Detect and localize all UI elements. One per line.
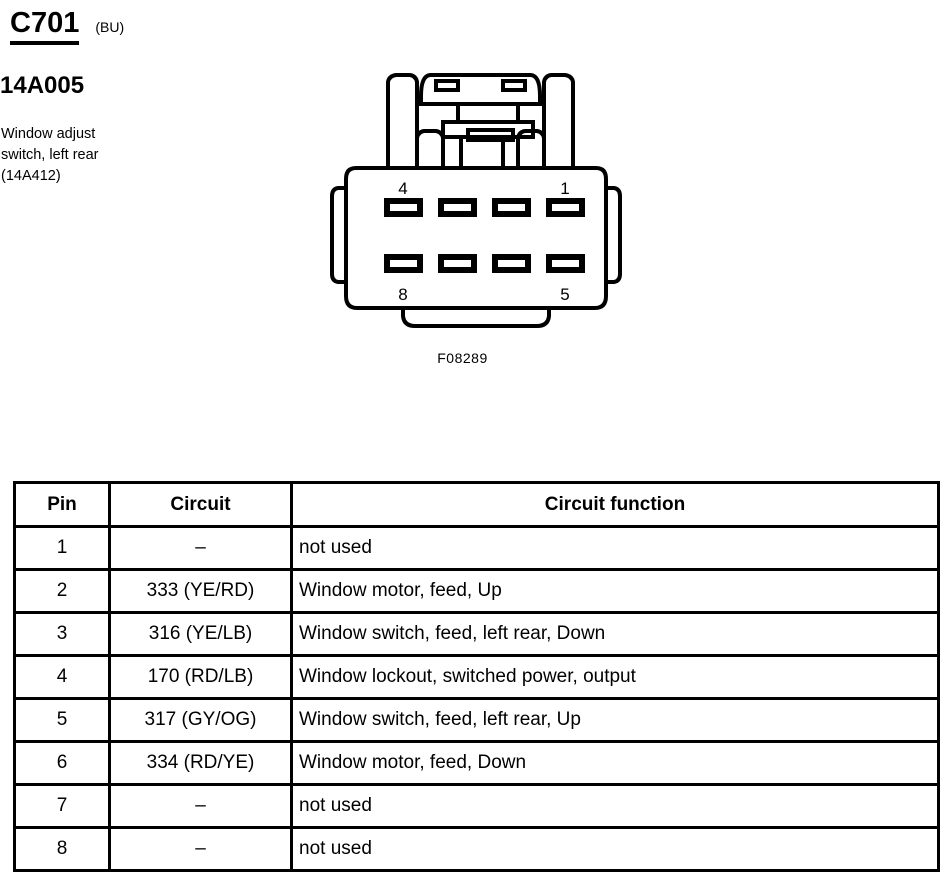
- connector-figure: 4 1 8 5 F08289: [330, 60, 640, 380]
- connector-body: [344, 166, 608, 310]
- table-row: 8 – not used: [13, 826, 940, 872]
- cell-function: not used: [290, 525, 940, 571]
- cell-function: not used: [290, 826, 940, 872]
- part-number: 14A005: [0, 72, 85, 99]
- cell-pin: 1: [13, 525, 111, 571]
- cell-pin: 8: [13, 826, 111, 872]
- pin-table-header-row: Pin Circuit Circuit function: [13, 481, 940, 528]
- cell-circuit: –: [108, 525, 293, 571]
- connector-cavity-6: [492, 254, 531, 273]
- description-line-2: switch, left rear: [1, 147, 99, 163]
- connector-left-rail: [330, 186, 346, 284]
- table-row: 5 317 (GY/OG) Window switch, feed, left …: [13, 697, 940, 743]
- pin-label-1: 1: [560, 179, 569, 198]
- pin-table: Pin Circuit Circuit function 1 – not use…: [13, 481, 940, 872]
- cell-pin: 2: [13, 568, 111, 614]
- connector-id: C701: [10, 6, 80, 45]
- column-header-circuit: Circuit: [108, 481, 293, 528]
- pin-label-4: 4: [398, 179, 407, 198]
- cell-function: Window switch, feed, left rear, Up: [290, 697, 940, 743]
- connector-latch-notch-right: [501, 79, 527, 92]
- cell-circuit: 333 (YE/RD): [108, 568, 293, 614]
- cell-function: Window lockout, switched power, output: [290, 654, 940, 700]
- connector-diagram-svg: 4 1 8 5: [330, 73, 622, 328]
- connector-right-fin: [542, 73, 575, 168]
- cell-function: Window switch, feed, left rear, Down: [290, 611, 940, 657]
- cell-circuit: 334 (RD/YE): [108, 740, 293, 786]
- connector-cavity-7: [438, 254, 477, 273]
- connector-cavity-1: [546, 198, 585, 217]
- figure-caption: F08289: [437, 350, 488, 366]
- connector-left-fin: [386, 73, 419, 168]
- connector-cavity-2: [492, 198, 531, 217]
- cell-circuit: –: [108, 783, 293, 829]
- connector-bottom-tab: [401, 308, 551, 328]
- cell-pin: 5: [13, 697, 111, 743]
- column-header-function: Circuit function: [290, 481, 940, 528]
- connector-right-rail: [606, 186, 622, 284]
- table-row: 4 170 (RD/LB) Window lockout, switched p…: [13, 654, 940, 700]
- cell-circuit: 316 (YE/LB): [108, 611, 293, 657]
- cell-function: Window motor, feed, Up: [290, 568, 940, 614]
- connector-cavity-3: [438, 198, 477, 217]
- connector-header: C701 (BU): [10, 6, 310, 45]
- connector-cavity-5: [546, 254, 585, 273]
- connector-id-row: C701 (BU): [10, 6, 310, 45]
- connector-latch-tab: [466, 128, 515, 142]
- connector-latch-notch-left: [434, 79, 460, 92]
- pin-table-head: Pin Circuit Circuit function: [13, 481, 940, 528]
- connector-latch-upper-block: [456, 102, 520, 124]
- connector-pin-label-group: 4 1 8 5: [398, 179, 569, 304]
- cell-pin: 7: [13, 783, 111, 829]
- table-row: 1 – not used: [13, 525, 940, 571]
- connector-cavity-group: [384, 198, 585, 273]
- table-row: 7 – not used: [13, 783, 940, 829]
- table-row: 2 333 (YE/RD) Window motor, feed, Up: [13, 568, 940, 614]
- connector-color-code: (BU): [95, 19, 125, 35]
- connector-cavity-8: [384, 254, 423, 273]
- cell-circuit: 170 (RD/LB): [108, 654, 293, 700]
- cell-function: not used: [290, 783, 940, 829]
- pin-table-body: 1 – not used 2 333 (YE/RD) Window motor,…: [13, 525, 940, 872]
- component-description: Window adjust switch, left rear (14A412): [1, 124, 191, 187]
- cell-circuit: 317 (GY/OG): [108, 697, 293, 743]
- cell-pin: 6: [13, 740, 111, 786]
- cell-pin: 4: [13, 654, 111, 700]
- table-row: 6 334 (RD/YE) Window motor, feed, Down: [13, 740, 940, 786]
- cell-circuit: –: [108, 826, 293, 872]
- table-row: 3 316 (YE/LB) Window switch, feed, left …: [13, 611, 940, 657]
- connector-outline-group: [330, 73, 622, 328]
- connector-cavity-4: [384, 198, 423, 217]
- pin-label-8: 8: [398, 285, 407, 304]
- connector-left-inner-post: [415, 129, 445, 168]
- connector-latch-lower-block: [441, 120, 535, 139]
- description-line-1: Window adjust: [1, 126, 96, 142]
- cell-function: Window motor, feed, Down: [290, 740, 940, 786]
- connector-latch-bridge: [419, 73, 542, 106]
- cell-pin: 3: [13, 611, 111, 657]
- column-header-pin: Pin: [13, 481, 111, 528]
- pin-table-container: Pin Circuit Circuit function 1 – not use…: [13, 481, 940, 872]
- description-line-3: (14A412): [1, 168, 61, 184]
- pin-label-5: 5: [560, 285, 569, 304]
